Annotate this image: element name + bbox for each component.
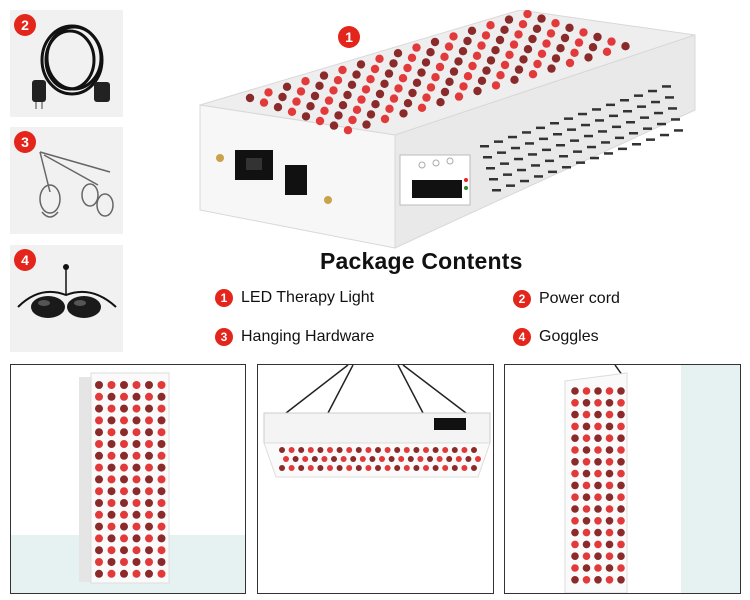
led-panel-image: [199, 10, 696, 249]
contents-item-power-cord: 2 Power cord: [513, 290, 620, 308]
thumbnail-hanging-hardware: 3: [10, 127, 123, 234]
item-label: Power cord: [539, 290, 620, 307]
photo-wall-panel: [504, 364, 741, 594]
item-badge: 2: [513, 290, 531, 308]
item-label: LED Therapy Light: [241, 289, 375, 306]
photo-standing-panel: [10, 364, 246, 594]
item-badge: 3: [14, 131, 36, 153]
item-label: Goggles: [539, 328, 599, 345]
contents-item-hanging-hardware: 3 Hanging Hardware: [215, 328, 374, 346]
hanging-hardware-icon: [39, 151, 114, 218]
item-badge: 2: [14, 14, 36, 36]
hanging-panel-image: [263, 365, 491, 478]
item-badge: 4: [14, 249, 36, 271]
page-title: Package Contents: [320, 248, 523, 274]
contents-item-goggles: 4 Goggles: [513, 328, 599, 346]
main-item-badge: 1: [338, 26, 360, 48]
item-label: Hanging Hardware: [241, 328, 375, 345]
power-cord-icon: [32, 24, 110, 109]
thumbnail-goggles: 4: [10, 245, 123, 352]
thumbnail-power-cord: 2: [10, 10, 123, 117]
goggles-icon: [17, 264, 117, 318]
item-badge: 1: [215, 289, 233, 307]
photo-hanging-panel: [257, 364, 494, 594]
standing-panel-image: [79, 372, 170, 584]
led-grid: [245, 10, 630, 135]
item-badge: 3: [215, 328, 233, 346]
wall-panel-image: [564, 365, 628, 593]
item-badge: 4: [513, 328, 531, 346]
contents-item-led-light: 1 LED Therapy Light: [215, 289, 374, 307]
